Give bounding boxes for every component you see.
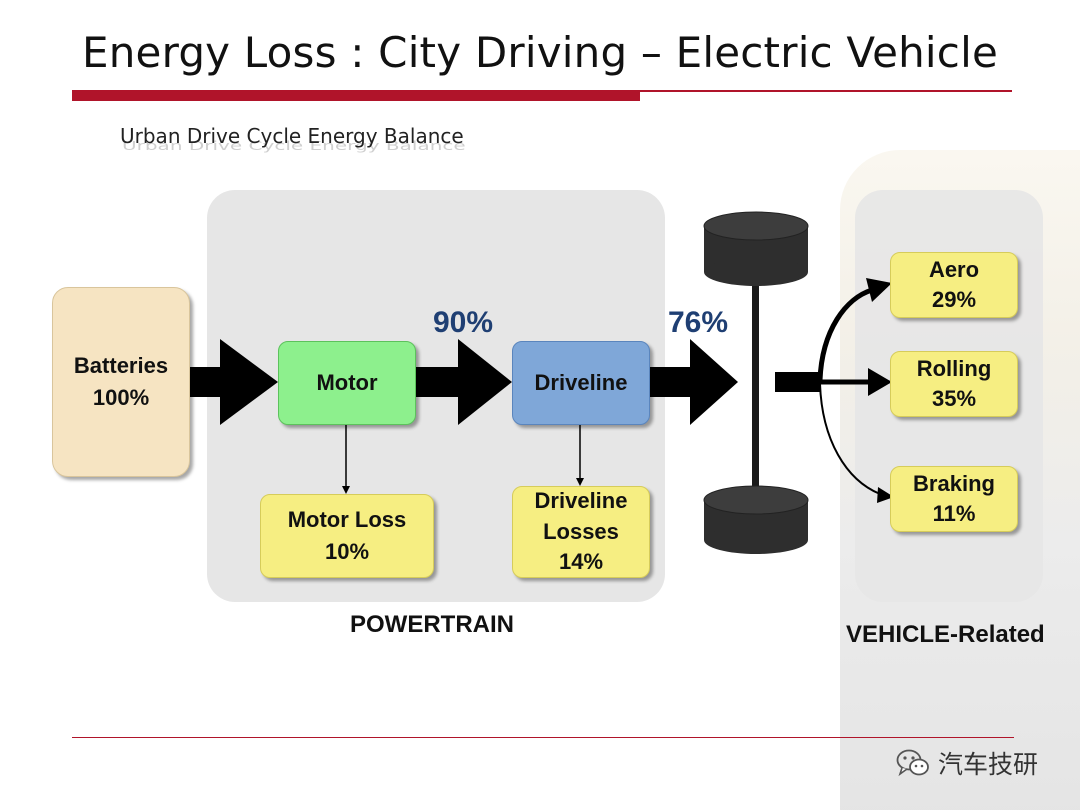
slide-title: Energy Loss : City Driving – Electric Ve… [82, 28, 998, 77]
braking-value: 11% [932, 501, 976, 526]
powertrain-group-label: POWERTRAIN [350, 611, 514, 638]
title-underline-thin [640, 90, 1012, 92]
batteries-box: Batteries 100% [52, 287, 190, 477]
footer-rule [72, 737, 1014, 738]
wechat-icon [896, 749, 929, 777]
motor-label: Motor [316, 370, 378, 396]
wheel-bottom-icon [703, 485, 809, 554]
wheel-top-icon [703, 211, 809, 286]
driveline-losses-label-1: Driveline [534, 488, 628, 514]
braking-label: Braking [913, 471, 995, 497]
subtitle-reflection: Urban Drive Cycle Energy Balance [122, 138, 466, 154]
arrow-batteries-to-motor [190, 339, 278, 425]
vehicle-related-group-label: VEHICLE-Related [846, 621, 1045, 648]
arrow-to-aero [817, 287, 873, 381]
flow-percent-after-motor: 90% [433, 306, 494, 339]
braking-loss-box: Braking 11% [890, 466, 1018, 532]
motor-loss-label: Motor Loss [287, 507, 407, 533]
motor-box: Motor [278, 341, 416, 425]
title-underline [72, 90, 640, 101]
driveline-losses-label-2: Losses [543, 518, 619, 544]
motor-loss-box: Motor Loss 10% [260, 494, 434, 578]
rolling-loss-box: Rolling 35% [890, 351, 1018, 417]
driveline-label: Driveline [534, 370, 628, 396]
driveline-losses-value: 14% [558, 549, 604, 575]
aero-value: 29% [931, 287, 977, 312]
flow-percent-after-driveline: 76% [668, 306, 729, 339]
batteries-value: 100% [92, 385, 150, 410]
arrow-driveline-to-axle [648, 339, 738, 425]
driveline-losses-box: Driveline Losses 14% [512, 486, 650, 578]
batteries-label: Batteries [73, 353, 169, 379]
axle-output-stem [775, 372, 820, 392]
aero-loss-box: Aero 29% [890, 252, 1018, 318]
motor-loss-value: 10% [324, 539, 370, 564]
driveline-box: Driveline [512, 341, 650, 425]
watermark-text: 汽车技研 [938, 750, 1039, 779]
axle-shaft [752, 262, 759, 498]
arrow-to-braking [819, 383, 881, 495]
rolling-label: Rolling [916, 356, 992, 382]
rolling-value: 35% [931, 386, 977, 411]
subtitle: Urban Drive Cycle Energy Balance [120, 124, 464, 148]
watermark: 汽车技研 [896, 745, 1038, 781]
arrow-motor-to-driveline [414, 339, 512, 425]
aero-label: Aero [928, 257, 980, 283]
